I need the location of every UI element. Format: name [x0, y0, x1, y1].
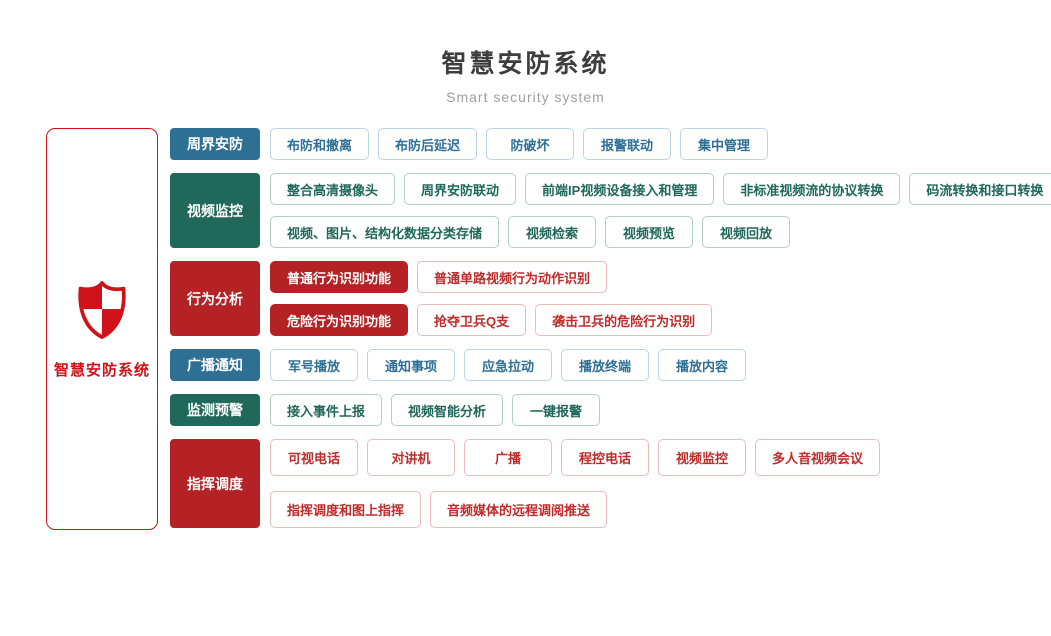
feature-button[interactable]: 周界安防联动 — [404, 173, 517, 205]
feature-button[interactable]: 前端IP视频设备接入和管理 — [525, 173, 715, 205]
system-root-label: 智慧安防系统 — [53, 362, 150, 379]
feature-button[interactable]: 非标准视频流的协议转换 — [723, 173, 901, 205]
category-perimeter-security: 周界安防 — [170, 128, 260, 160]
feature-button[interactable]: 集中管理 — [680, 128, 769, 160]
feature-button[interactable]: 视频预览 — [605, 216, 694, 248]
feature-button[interactable]: 抢夺卫兵Q支 — [417, 304, 527, 336]
feature-lines: 整合高清摄像头周界安防联动前端IP视频设备接入和管理非标准视频流的协议转换码流转… — [270, 173, 1051, 248]
row-command-dispatch: 指挥调度可视电话对讲机广播程控电话视频监控多人音视频会议指挥调度和图上指挥音频媒… — [170, 439, 1051, 528]
feature-button[interactable]: 播放终端 — [561, 349, 649, 381]
category-video-surveillance: 视频监控 — [170, 173, 260, 248]
feature-button[interactable]: 袭击卫兵的危险行为识别 — [535, 304, 713, 336]
page-title: 智慧安防系统 — [441, 50, 610, 78]
feature-lines: 普通行为识别功能普通单路视频行为动作识别危险行为识别功能抢夺卫兵Q支袭击卫兵的危… — [270, 261, 713, 336]
feature-button[interactable]: 视频回放 — [702, 216, 791, 248]
feature-button[interactable]: 视频监控 — [658, 439, 746, 476]
feature-button[interactable]: 防破坏 — [486, 128, 575, 160]
feature-button[interactable]: 应急拉动 — [464, 349, 552, 381]
row-broadcast-notice: 广播通知军号播放通知事项应急拉动播放终端播放内容 — [170, 349, 1051, 381]
category-monitor-warning: 监测预警 — [170, 394, 260, 426]
feature-button[interactable]: 危险行为识别功能 — [270, 304, 409, 336]
shield-icon — [74, 278, 130, 347]
feature-button[interactable]: 多人音视频会议 — [755, 439, 881, 476]
feature-button[interactable]: 播放内容 — [658, 349, 746, 381]
diagram-rows: 周界安防布防和撤离布防后延迟防破坏报警联动集中管理视频监控整合高清摄像头周界安防… — [170, 128, 1051, 528]
feature-button[interactable]: 普通单路视频行为动作识别 — [417, 261, 608, 293]
feature-button[interactable]: 视频、图片、结构化数据分类存储 — [270, 216, 500, 248]
feature-button[interactable]: 音频媒体的远程调阅推送 — [430, 491, 608, 528]
feature-lines: 布防和撤离布防后延迟防破坏报警联动集中管理 — [270, 128, 769, 160]
feature-button[interactable]: 视频智能分析 — [391, 394, 504, 426]
page-subtitle: Smart security system — [446, 89, 605, 105]
category-command-dispatch: 指挥调度 — [170, 439, 260, 528]
feature-button[interactable]: 普通行为识别功能 — [270, 261, 409, 293]
feature-lines: 军号播放通知事项应急拉动播放终端播放内容 — [270, 349, 746, 381]
row-monitor-warning: 监测预警接入事件上报视频智能分析一键报警 — [170, 394, 1051, 426]
feature-button[interactable]: 通知事项 — [367, 349, 455, 381]
feature-lines: 可视电话对讲机广播程控电话视频监控多人音视频会议指挥调度和图上指挥音频媒体的远程… — [270, 439, 881, 528]
feature-lines: 接入事件上报视频智能分析一键报警 — [270, 394, 601, 426]
category-broadcast-notice: 广播通知 — [170, 349, 260, 381]
feature-button[interactable]: 布防后延迟 — [378, 128, 478, 160]
feature-button[interactable]: 码流转换和接口转换 — [909, 173, 1051, 205]
row-video-surveillance: 视频监控整合高清摄像头周界安防联动前端IP视频设备接入和管理非标准视频流的协议转… — [170, 173, 1051, 248]
feature-button[interactable]: 布防和撤离 — [270, 128, 370, 160]
feature-button[interactable]: 军号播放 — [270, 349, 358, 381]
feature-button[interactable]: 指挥调度和图上指挥 — [270, 491, 422, 528]
feature-button[interactable]: 广播 — [464, 439, 552, 476]
feature-button[interactable]: 整合高清摄像头 — [270, 173, 396, 205]
row-perimeter-security: 周界安防布防和撤离布防后延迟防破坏报警联动集中管理 — [170, 128, 1051, 160]
diagram: 智慧安防系统 周界安防布防和撤离布防后延迟防破坏报警联动集中管理视频监控整合高清… — [46, 128, 1051, 530]
feature-button[interactable]: 报警联动 — [583, 128, 672, 160]
feature-button[interactable]: 接入事件上报 — [270, 394, 383, 426]
row-behavior-analysis: 行为分析普通行为识别功能普通单路视频行为动作识别危险行为识别功能抢夺卫兵Q支袭击… — [170, 261, 1051, 336]
feature-button[interactable]: 视频检索 — [508, 216, 597, 248]
feature-button[interactable]: 程控电话 — [561, 439, 649, 476]
header: 智慧安防系统 Smart security system — [0, 0, 1051, 105]
feature-button[interactable]: 一键报警 — [512, 394, 601, 426]
feature-button[interactable]: 对讲机 — [367, 439, 455, 476]
system-root-box: 智慧安防系统 — [46, 128, 158, 530]
category-behavior-analysis: 行为分析 — [170, 261, 260, 336]
feature-button[interactable]: 可视电话 — [270, 439, 358, 476]
